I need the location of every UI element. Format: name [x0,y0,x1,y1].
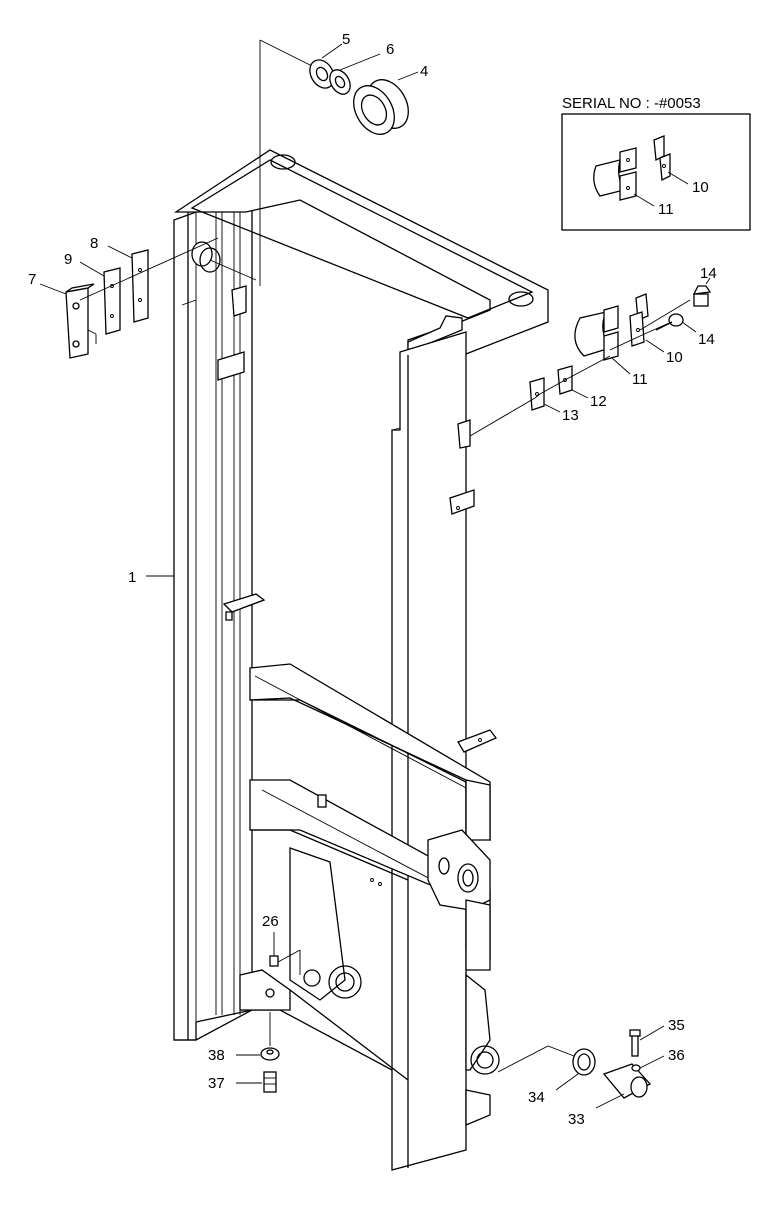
callout-9: 9 [64,251,72,268]
callout-8: 8 [90,235,98,252]
roller-bearing-group [259,39,419,286]
callout-6: 6 [386,41,394,58]
callout-36: 36 [668,1047,685,1064]
callout-13: 13 [562,407,579,424]
callout-33: 33 [568,1111,585,1128]
tilt-pin-group [497,1025,665,1109]
bottom-washer-and-nut [236,1012,280,1093]
callout-10-serial: 10 [692,179,709,196]
callout-38: 38 [208,1047,225,1064]
callout-11-serial: 11 [658,201,674,218]
roller-axle [191,241,257,281]
callout-14: 14 [698,331,715,348]
right-mount-bosses [427,779,500,1075]
callout-7: 7 [28,271,36,288]
bottom-tie [239,969,409,1081]
callout-35: 35 [668,1017,685,1034]
hose-clamp-group [469,277,712,437]
callout-14-top: 14 [700,265,717,282]
callout-37: 37 [208,1075,225,1092]
callout-12: 12 [590,393,607,410]
callout-labels: 1 4 5 6 7 8 9 10 11 10 11 12 13 14 14 26… [28,31,717,1128]
callout-10: 10 [666,349,683,366]
callout-5: 5 [342,31,350,48]
serial-number-box: SERIAL NO : -#0053 [561,95,751,231]
callout-26: 26 [262,913,279,930]
tilt-cylinder-bracket-left [289,847,362,1001]
callout-1: 1 [128,569,136,586]
side-roller-shims [39,237,219,359]
callout-34: 34 [528,1089,545,1106]
rail-brackets [217,285,498,753]
left-upright-rail [173,191,253,1041]
top-crossmember [173,149,549,369]
callout-4: 4 [420,63,428,80]
callout-11: 11 [632,371,648,388]
grease-nipple [269,932,301,975]
serial-number-label: SERIAL NO : -#0053 [562,95,701,112]
